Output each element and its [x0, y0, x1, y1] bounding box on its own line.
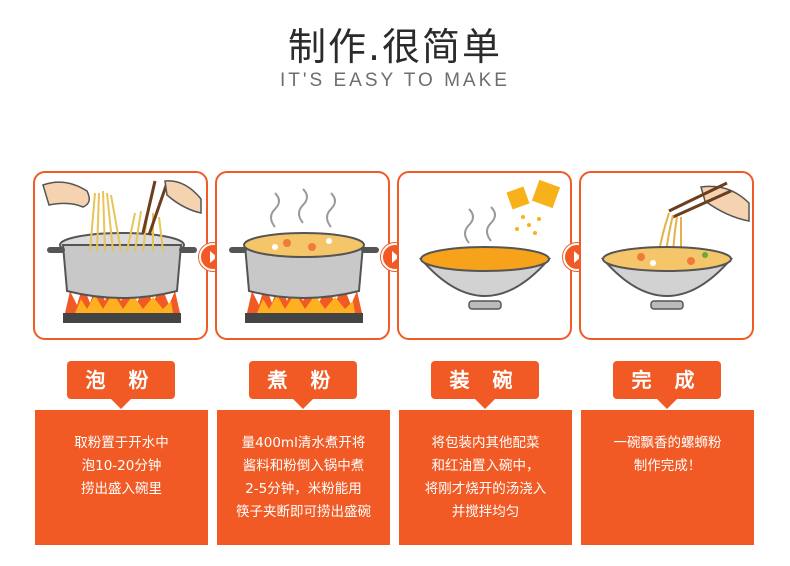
- step-2-description: 量400ml清水煮开将 酱料和粉倒入锅中煮 2-5分钟，米粉能用 筷子夹断即可捞…: [217, 410, 390, 545]
- step-label: 完 成: [631, 368, 703, 392]
- description-line: 2-5分钟，米粉能用: [245, 481, 362, 497]
- description-line: 捞出盛入碗里: [81, 481, 162, 497]
- step-4-illustration: [579, 171, 754, 340]
- step-2-illustration: [215, 171, 390, 340]
- description-line: 将刚才烧开的汤浇入: [424, 481, 547, 497]
- page-title: 制作.很简单: [287, 25, 503, 69]
- chopsticks-icon: [668, 181, 732, 219]
- pot-icon: [229, 232, 379, 299]
- step-3-description: 将包装内其他配菜 和红油置入碗中， 将刚才烧开的汤浇入 并搅拌均匀: [399, 410, 572, 545]
- step-1-illustration: [33, 171, 208, 340]
- step-label: 装 碗: [449, 368, 521, 392]
- description-line: 取粉置于开水中: [74, 435, 169, 451]
- description-line: 酱料和粉倒入锅中煮: [242, 458, 365, 474]
- fire-icon: [247, 281, 362, 313]
- chopsticks-icon: [141, 180, 169, 236]
- description-line: 制作完成！: [633, 458, 702, 474]
- bowl-icon: [600, 246, 734, 310]
- step-1-description: 取粉置于开水中 泡10-20分钟 捞出盛入碗里: [35, 410, 208, 545]
- hand-icon: [42, 180, 202, 214]
- step-label: 泡 粉: [85, 368, 157, 392]
- steam-icon: [464, 206, 496, 244]
- steam-icon: [270, 188, 336, 228]
- step-4-description: 一碗飘香的螺蛳粉 制作完成！: [581, 410, 754, 545]
- description-line: 量400ml清水煮开将: [241, 435, 366, 451]
- fire-icon: [65, 281, 180, 313]
- description-line: 筷子夹断即可捞出盛碗: [236, 504, 371, 520]
- bowl-icon: [418, 246, 552, 310]
- step-3-illustration: [397, 171, 572, 340]
- step-1-badge: 泡 粉: [67, 361, 175, 409]
- description-line: 将包装内其他配菜: [431, 435, 540, 451]
- page-subtitle: IT'S EASY TO MAKE: [280, 70, 510, 91]
- pot-icon: [47, 232, 197, 299]
- seasoning-packet-icon: [506, 179, 561, 235]
- step-label: 煮 粉: [267, 368, 339, 392]
- step-3-badge: 装 碗: [431, 361, 539, 409]
- description-line: 泡10-20分钟: [81, 458, 162, 474]
- description-line: 和红油置入碗中，: [431, 458, 540, 474]
- step-4-badge: 完 成: [613, 361, 721, 409]
- step-2-badge: 煮 粉: [249, 361, 357, 409]
- description-line: 一碗飘香的螺蛳粉: [613, 435, 722, 451]
- description-line: 并搅拌均匀: [451, 504, 520, 520]
